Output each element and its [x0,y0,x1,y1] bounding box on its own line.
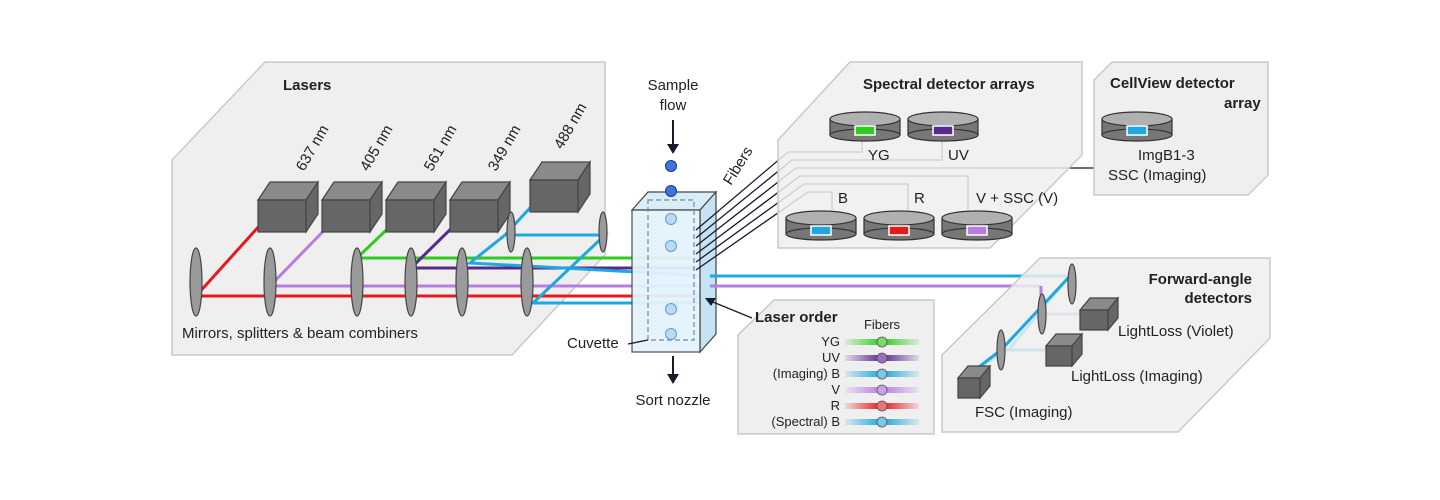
legend-row-spectral-b: (Spectral) B [771,414,919,429]
mirror-4 [404,247,418,317]
lightloss-imaging-label: LightLoss (Imaging) [1071,368,1203,385]
lasers-title: Lasers [283,77,331,94]
laser-order-panel: Laser order Fibers YG UV (Imaging) B V R [705,298,935,435]
laser-637-box [256,180,320,234]
mirror-3 [350,247,364,317]
cell [665,303,677,315]
detector-r [863,210,935,241]
cell [665,240,677,252]
detector-b [785,210,857,241]
cellview-label-line1: ImgB1-3 [1138,147,1195,164]
laser-561-box [384,180,448,234]
legend-row-label: (Spectral) B [771,414,840,429]
laser-488-box [528,160,592,214]
mirror-5 [455,247,469,317]
detector-uv-label: UV [948,147,969,164]
legend-row-label: (Imaging) B [773,366,840,381]
small-mirror-2 [598,211,608,253]
cells [665,160,677,340]
fsc-label: FSC (Imaging) [975,404,1073,421]
mirror-6 [520,247,534,317]
laser-405-box [320,180,384,234]
beam-488-imaging [465,194,711,278]
detector-imaging [1101,111,1173,142]
cuvette-label: Cuvette [567,335,619,352]
fibers-label: Fibers [720,144,757,188]
cell [665,160,677,172]
legend-row-imaging-b: (Imaging) B [773,366,919,381]
legend-row-label: YG [821,334,840,349]
legend-row-label: R [831,398,840,413]
cellview-title-line1: CellView detector [1110,75,1235,92]
detector-r-label: R [914,190,925,207]
detector-uv [907,111,979,142]
detector-yg-label: YG [868,147,890,164]
sort-nozzle-label: Sort nozzle [635,392,710,409]
spectral-title: Spectral detector arrays [863,76,1035,93]
lightloss-violet-label: LightLoss (Violet) [1118,323,1234,340]
spectral-panel: Spectral detector arrays YG UV B [777,61,1083,249]
mirror-1 [189,247,203,317]
detector-v-ssc-label: V + SSC (V) [976,190,1058,207]
cuvette [630,190,718,354]
mirrors-caption: Mirrors, splitters & beam combiners [182,325,418,342]
forward-title-line2: detectors [1184,290,1252,307]
laser-order-fibers-header: Fibers [864,317,901,332]
detector-yg [829,111,901,142]
laser-349-box [448,180,512,234]
legend-row-yg: YG [821,334,919,349]
cellview-label-line2: SSC (Imaging) [1108,167,1206,184]
lasers-panel: Lasers Mirrors, splitters & beam combine… [171,61,711,356]
cellview-title-line2: array [1224,95,1261,112]
lightloss-violet-box [1078,296,1120,332]
cell [665,185,677,197]
cell [665,213,677,225]
sample-flow-label-line1: Sample [648,77,699,94]
fsc-box [956,364,992,400]
forward-mirror-2 [1037,293,1047,335]
legend-row-r: R [831,398,919,413]
sample-flow-label-line2: flow [660,97,687,114]
laser-order-title: Laser order [755,309,838,326]
sort-nozzle-arrow [667,356,679,384]
legend-row-label: V [831,382,840,397]
forward-panel: Forward-angle detectors LightLoss (Viole… [941,257,1271,433]
forward-title-line1: Forward-angle [1149,271,1252,288]
legend-row-v: V [831,382,919,397]
cellview-panel: CellView detector array ImgB1-3 SSC (Ima… [1093,61,1269,196]
small-mirror-1 [506,211,516,253]
legend-row-uv: UV [822,350,919,365]
legend-row-label: UV [822,350,840,365]
mirror-2 [263,247,277,317]
lightloss-imaging-box [1044,332,1084,368]
forward-mirror-1 [1067,263,1077,305]
detector-b-label: B [838,190,848,207]
cell [665,328,677,340]
beam-488-spectral [511,233,710,305]
detector-v-ssc [941,210,1013,241]
sample-flow-arrow [667,120,679,154]
forward-mirror-3 [996,329,1006,371]
sample-area: Sample flow Cuvette [567,77,1084,409]
mirrors [189,211,608,317]
